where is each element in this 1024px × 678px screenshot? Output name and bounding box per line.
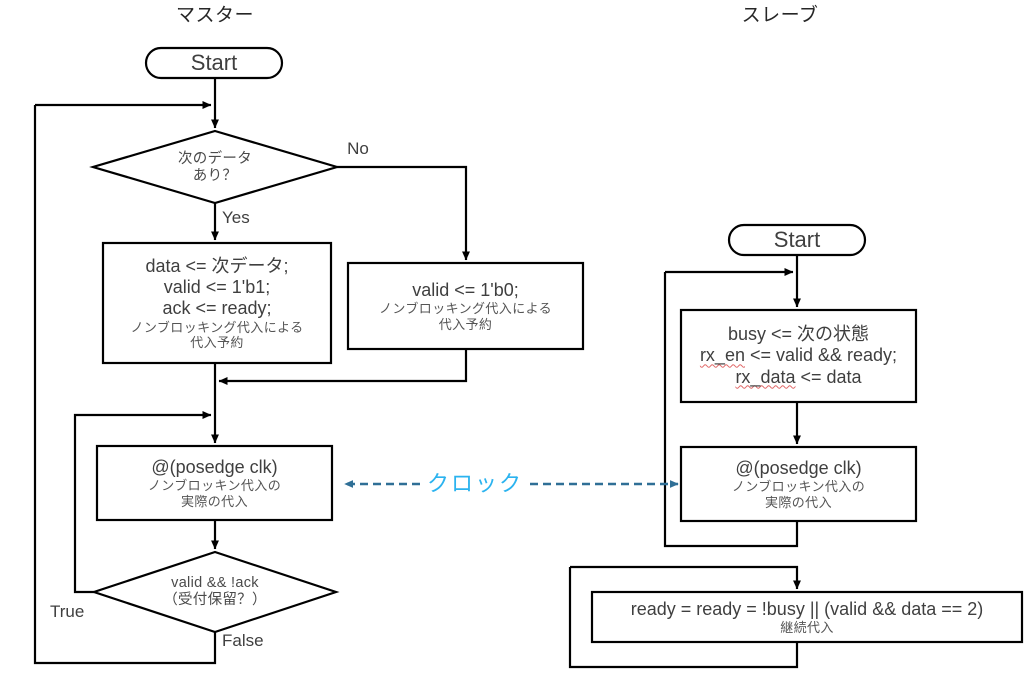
conn-slave-ready-entry xyxy=(570,565,801,590)
conn-master-no-branch xyxy=(337,165,470,261)
slave-start-shape xyxy=(727,223,867,257)
conn-master-false-loop xyxy=(33,105,217,665)
conn-slave-ready-loop xyxy=(568,567,799,669)
master-start-shape xyxy=(144,46,284,80)
conn-master-true-loop xyxy=(73,411,212,594)
master-clock-block-shape xyxy=(95,444,334,522)
master-decision-next-data-shape xyxy=(89,129,341,205)
slave-clock-block-shape xyxy=(679,445,918,523)
master-decision-valid-ack-shape xyxy=(90,550,340,634)
conn-slave-clock-loop xyxy=(663,272,799,548)
conn-master-no-merge xyxy=(218,349,468,385)
master-process-yes-shape xyxy=(101,241,333,365)
slave-process-ready-shape xyxy=(590,590,1024,644)
master-process-no-shape xyxy=(346,261,585,351)
slave-process-busy-shape xyxy=(679,308,918,404)
